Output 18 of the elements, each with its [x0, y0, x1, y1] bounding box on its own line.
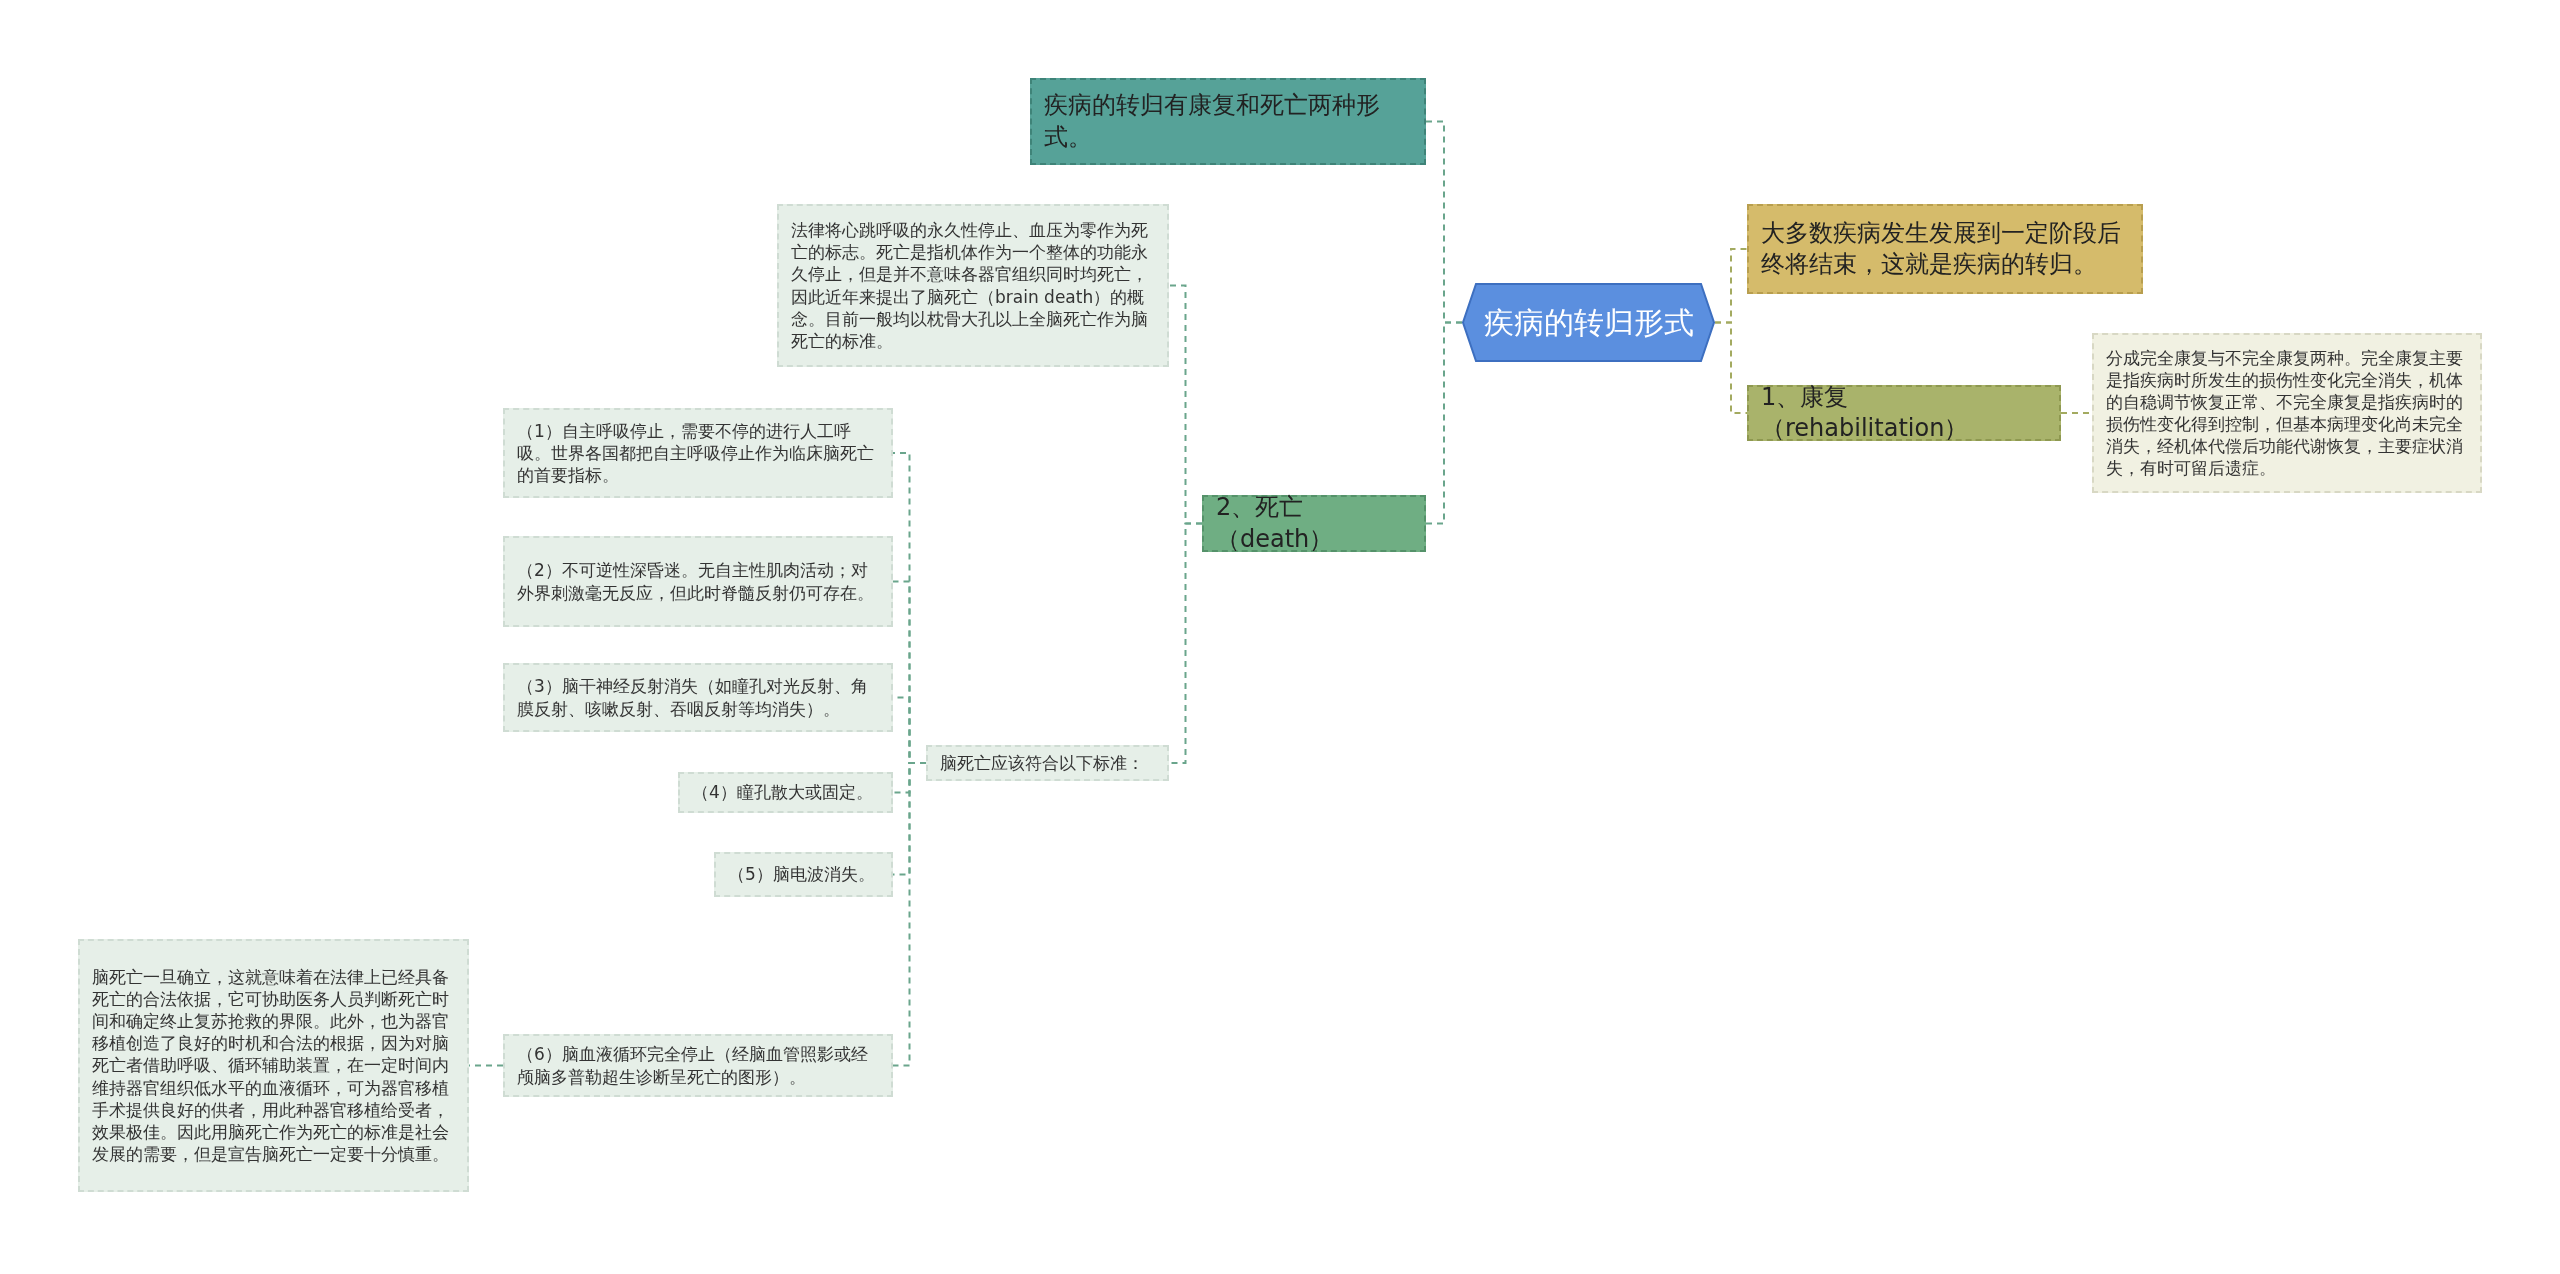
note-box: 脑死亡应该符合以下标准： [926, 745, 1169, 781]
note-box: （2）不可逆性深昏迷。无自主性肌肉活动；对外界刺激毫无反应，但此时脊髓反射仍可存在。 [503, 536, 893, 627]
topic-box: 1、康复（rehabilitation） [1747, 385, 2061, 441]
note-box: （6）脑血液循环完全停止（经脑血管照影或经颅脑多普勒超生诊断呈死亡的图形）。 [503, 1034, 893, 1097]
central-topic: 疾病的转归形式 [1462, 283, 1715, 362]
connector [1425, 321, 1463, 525]
note-box: （5）脑电波消失。 [714, 852, 893, 897]
connector [1714, 321, 1748, 414]
topic-box: 大多数疾病发生发展到一定阶段后终将结束，这就是疾病的转归。 [1747, 204, 2143, 294]
note-box: 分成完全康复与不完全康复两种。完全康复主要是指疾病时所发生的损伤性变化完全消失，机体的自稳调节恢复正常、不完全康复是指疾病时的损伤性变化得到控制，但基本病理变化尚未完全消失，经机体代偿后功能代谢恢复，主要症状消失，有时可留后遗症。 [2092, 333, 2482, 493]
note-box: 法律将心跳呼吸的永久性停止、血压为零作为死亡的标志。死亡是指机体作为一个整体的功能永久停止，但是并不意味各器官组织同时均死亡，因此近年来提出了脑死亡（brain death）的概念。目前一般均以枕骨大孔以上全脑死亡作为脑死亡的标准。 [777, 204, 1169, 367]
note-box: 脑死亡一旦确立，这就意味着在法律上已经具备死亡的合法依据，它可协助医务人员判断死亡时间和确定终止复苏抢救的界限。此外，也为器官移植创造了良好的时机和合法的根据，因为对脑死亡者借助呼吸、循环辅助装置，在一定时间内维持器官组织低水平的血液循环，可为器官移植手术提供良好的供者，用此种器官移植给受者，效果极佳。因此用脑死亡作为死亡的标准是社会发展的需要，但是宣告脑死亡一定要十分慎重。 [78, 939, 469, 1192]
topic-box: 疾病的转归有康复和死亡两种形式。 [1030, 78, 1426, 165]
note-box: （1）自主呼吸停止，需要不停的进行人工呼吸。世界各国都把自主呼吸停止作为临床脑死亡的首要指标。 [503, 408, 893, 498]
note-box: （3）脑干神经反射消失（如瞳孔对光反射、角膜反射、咳嗽反射、吞咽反射等均消失）。 [503, 663, 893, 732]
note-box: （4）瞳孔散大或固定。 [678, 772, 893, 813]
connector [892, 762, 927, 1067]
topic-box: 2、死亡（death） [1202, 495, 1426, 552]
